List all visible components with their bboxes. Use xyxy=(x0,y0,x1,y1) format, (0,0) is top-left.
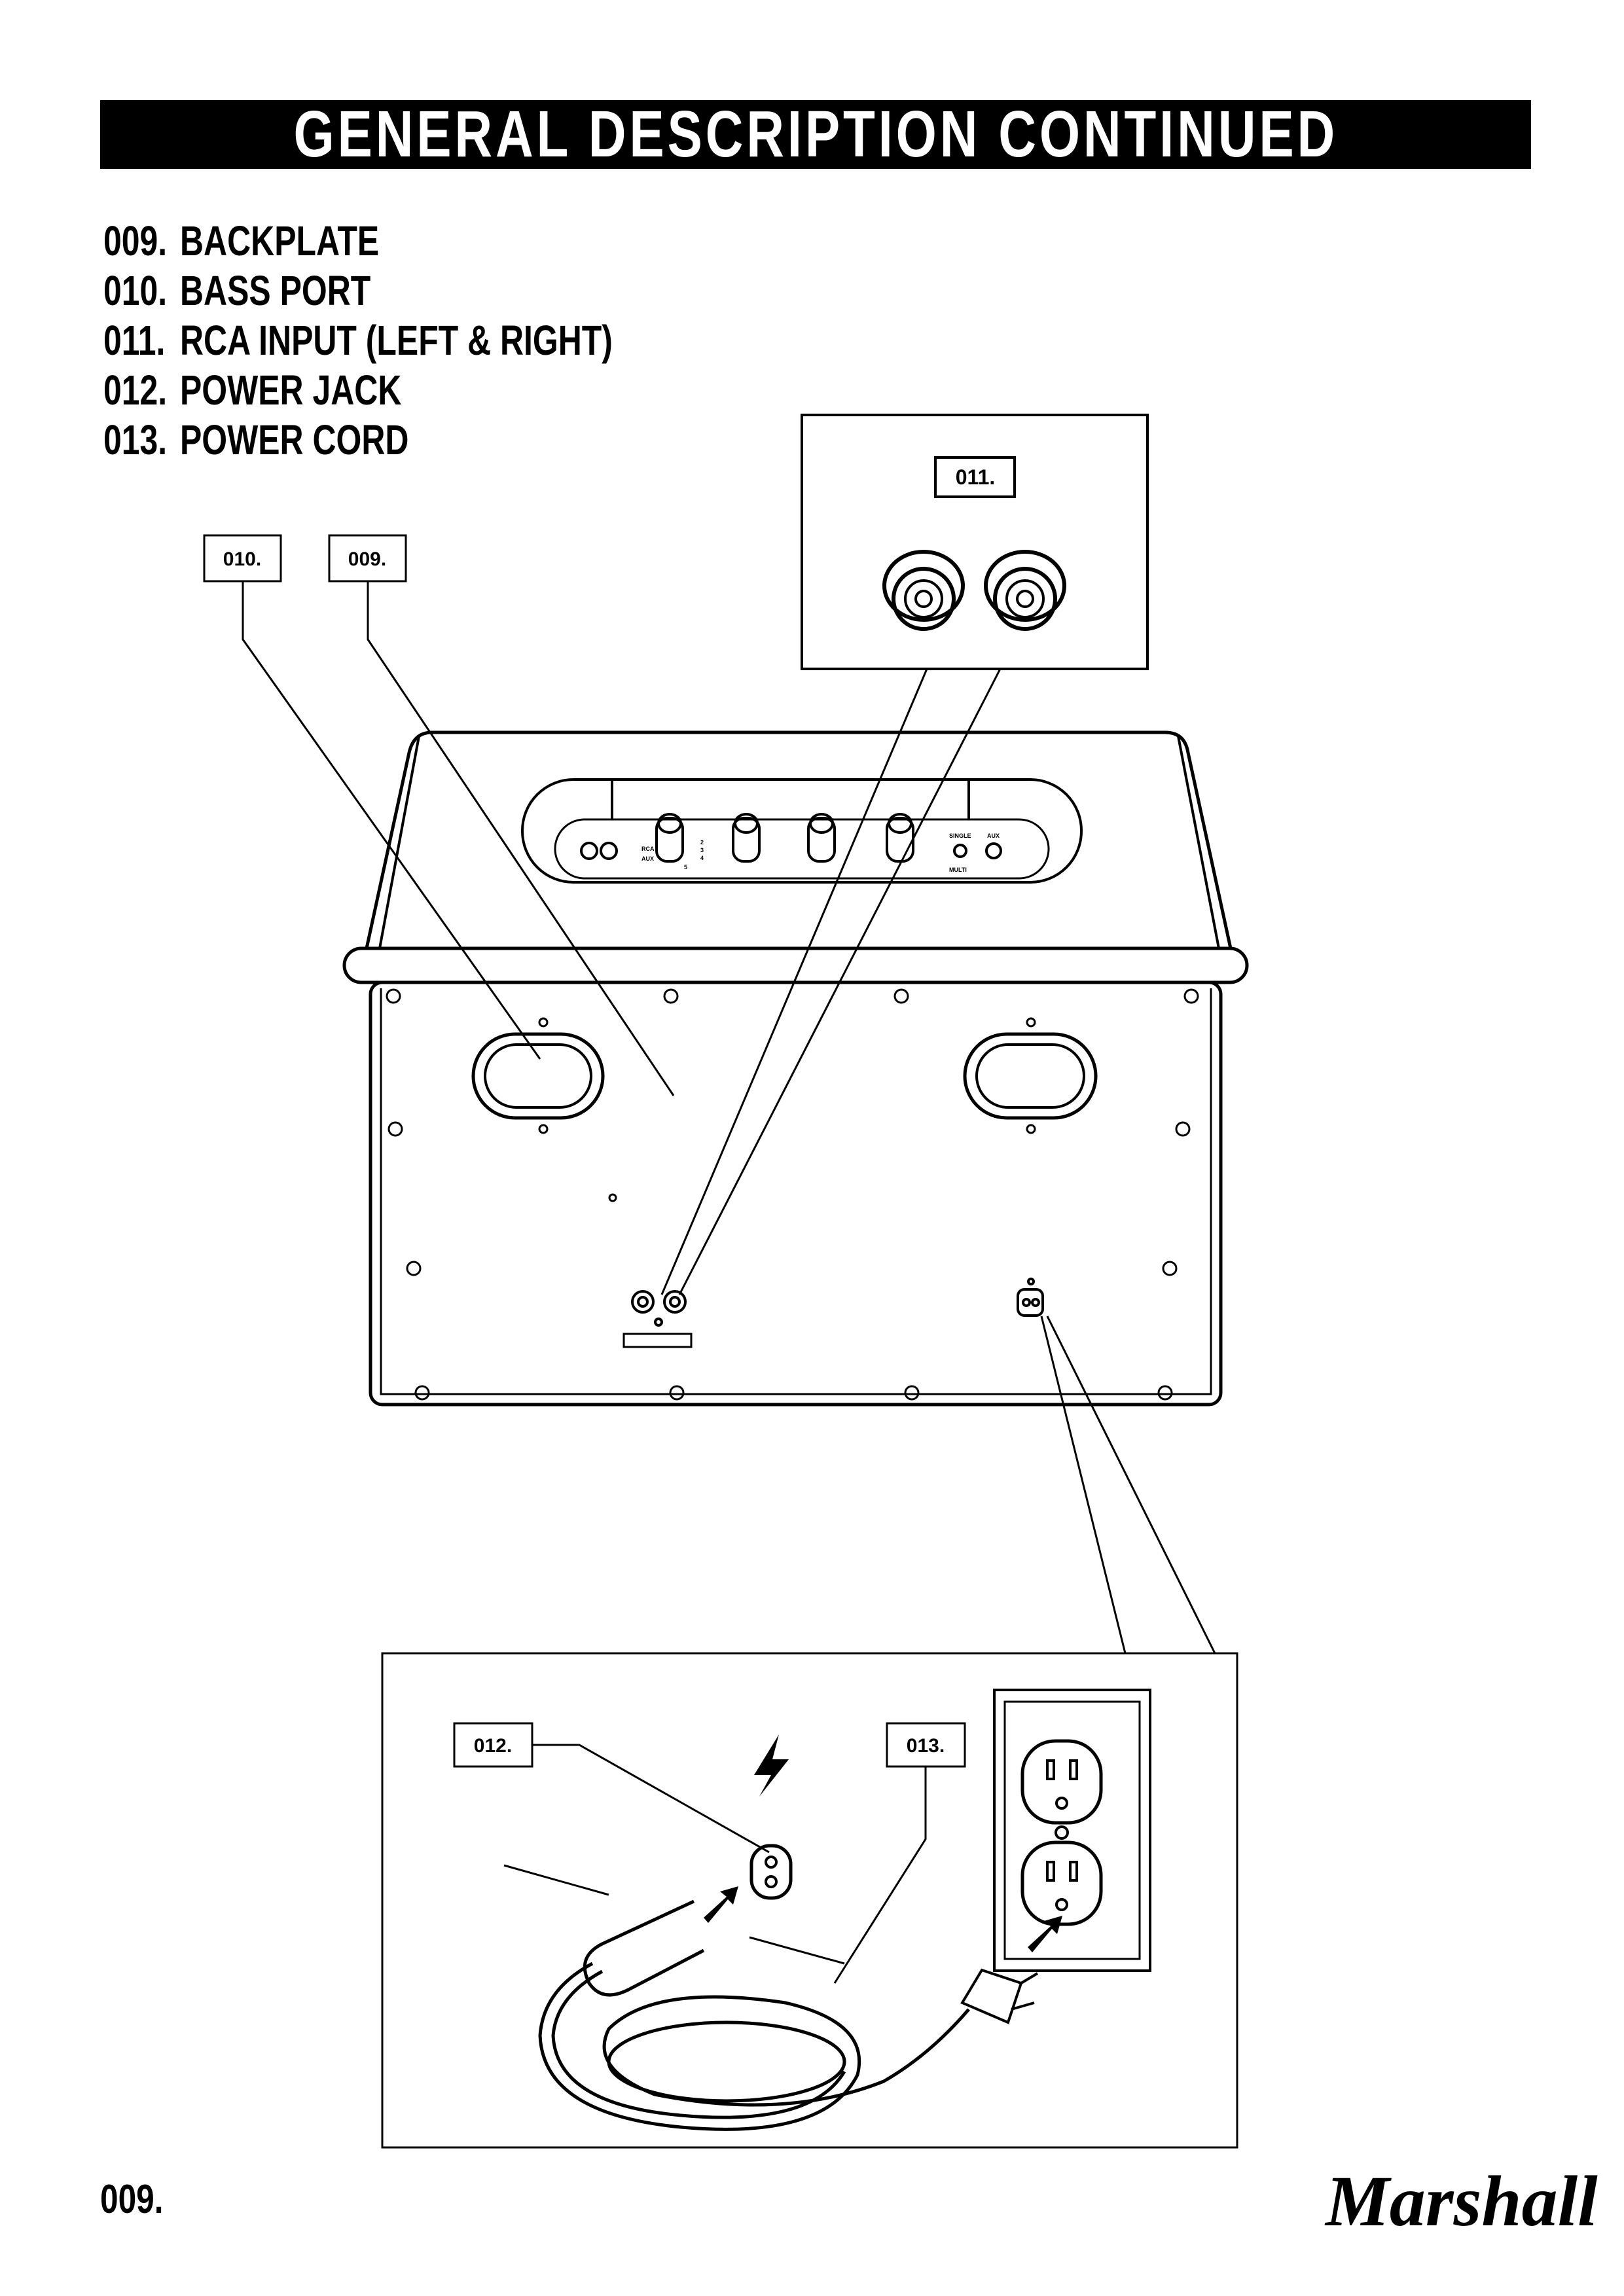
list-item: 009. BACKPLATE xyxy=(103,216,613,266)
arrow-icon xyxy=(704,1886,738,1923)
callout-label-009: 009. xyxy=(348,548,386,570)
knob xyxy=(655,813,684,863)
knob xyxy=(886,813,914,863)
callout-lines xyxy=(242,581,1216,1654)
page-header-bar: GENERAL DESCRIPTION CONTINUED xyxy=(100,98,1531,171)
item-number: 010. xyxy=(103,267,168,314)
power-inset: 012. 013. xyxy=(381,1652,1238,2149)
rca-input-speaker xyxy=(623,1290,693,1348)
callout-box-009 xyxy=(328,534,407,583)
list-item: 011. RCA INPUT (LEFT & RIGHT) xyxy=(103,315,613,365)
callout-label-012: 012. xyxy=(474,1735,512,1757)
label-4: 4 xyxy=(700,855,704,861)
prev-button xyxy=(580,842,598,860)
control-panel: AUX RCA 2 3 4 5 SINGLE MULTI AUX xyxy=(521,778,1083,884)
page-number: 009. xyxy=(100,2177,164,2222)
lightning-icon xyxy=(754,1734,789,1797)
item-label: POWER CORD xyxy=(180,416,409,463)
marshall-logo: Marshall xyxy=(1326,2161,1598,2241)
bass-port-right xyxy=(963,1032,1098,1120)
label-aux: AUX xyxy=(641,855,654,862)
knob xyxy=(807,813,836,863)
parts-list: 009. BACKPLATE 010. BASS PORT 011. RCA INPU… xyxy=(103,216,756,465)
rca-inset: 011. xyxy=(801,414,1149,670)
aux-jack xyxy=(985,842,1002,859)
label-multi: MULTI xyxy=(949,867,967,873)
bass-port-left xyxy=(471,1032,605,1120)
rca-jack-left xyxy=(882,550,965,631)
item-number: 012. xyxy=(103,367,168,414)
callout-label-010: 010. xyxy=(223,548,261,570)
item-label: BACKPLATE xyxy=(180,217,380,264)
power-jack-socket xyxy=(749,1844,793,1900)
list-item: 013. POWER CORD xyxy=(103,415,613,465)
power-jack-speaker xyxy=(1017,1278,1044,1317)
next-button xyxy=(600,842,618,860)
item-label: POWER JACK xyxy=(180,367,402,414)
page-title: GENERAL DESCRIPTION CONTINUED xyxy=(293,98,1338,171)
mode-switch xyxy=(953,844,967,858)
power-plug xyxy=(960,1968,1039,2024)
item-label: BASS PORT xyxy=(180,267,371,314)
item-number: 009. xyxy=(103,217,168,264)
power-cord xyxy=(538,1899,970,2131)
label-rca: RCA xyxy=(641,846,655,852)
screws xyxy=(386,988,1199,1401)
callout-label-013: 013. xyxy=(907,1735,945,1757)
label-aux-jack: AUX xyxy=(987,833,1000,839)
knob xyxy=(732,813,761,863)
item-number: 013. xyxy=(103,416,168,463)
list-item: 010. BASS PORT xyxy=(103,266,613,315)
speaker-body: AUX RCA 2 3 4 5 SINGLE MULTI AUX xyxy=(342,730,1249,1407)
label-single: SINGLE xyxy=(949,833,971,839)
callout-box-010 xyxy=(203,534,282,583)
item-number: 011. xyxy=(103,317,166,364)
label-3: 3 xyxy=(700,847,704,853)
callout-box-011 xyxy=(934,456,1016,498)
label-5: 5 xyxy=(684,864,687,870)
list-item: 012. POWER JACK xyxy=(103,365,613,415)
rca-jack-right xyxy=(984,550,1066,631)
label-2: 2 xyxy=(700,839,704,846)
callout-label-011: 011. xyxy=(956,465,996,489)
item-label: RCA INPUT (LEFT & RIGHT) xyxy=(180,317,613,364)
wall-outlet xyxy=(993,1689,1151,1972)
